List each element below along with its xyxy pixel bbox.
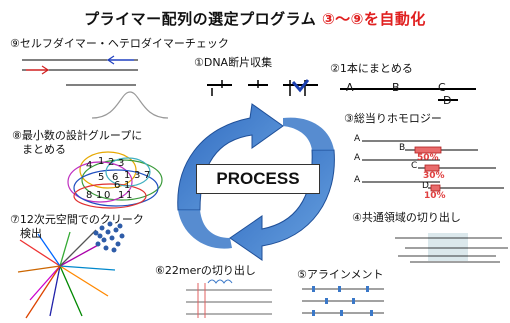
step2-letter-c: C — [438, 81, 446, 94]
step8-num: 1 — [124, 170, 131, 181]
step7-label-line2: 検出 — [20, 227, 42, 240]
step8-graphic — [67, 151, 163, 209]
step9-graphic — [22, 55, 169, 119]
step8-num: 4 — [86, 160, 93, 171]
title-main: プライマー配列の選定プログラム — [84, 10, 317, 28]
cycle-arrow-left-tail — [178, 210, 232, 249]
step3-letter-d: D — [422, 181, 429, 191]
step8-num: 1 — [98, 156, 105, 167]
step8-num: 8 — [86, 190, 93, 201]
step8-num: 2 — [108, 157, 115, 168]
step7-graphic — [17, 229, 116, 319]
step3-letter-a2: A — [354, 153, 361, 163]
step3-letter-a3: A — [354, 175, 361, 185]
step1-graphic — [207, 79, 318, 96]
step8-num: 1 — [118, 190, 125, 201]
step1-label: ①DNA断片収集 — [194, 56, 273, 69]
step6-label: ⑥22merの切り出し — [155, 264, 256, 277]
step6-graphic — [186, 279, 272, 318]
step8-num: 0 — [104, 190, 111, 201]
step8-num: 1 — [126, 190, 133, 201]
step3-letter-b: B — [399, 143, 406, 153]
step4-graphic — [395, 233, 508, 263]
step5-graphic — [302, 286, 384, 316]
cycle-arrow-right-tail — [283, 117, 334, 150]
step8-num: 6 — [114, 180, 121, 191]
step8-num: 3 — [118, 158, 125, 169]
step9-label: ⑨セルフダイマー・ヘテロダイマーチェック — [10, 37, 229, 50]
step8-label-line1: ⑧最小数の設計グループに — [12, 129, 143, 142]
step8-label-line2: まとめる — [22, 143, 66, 156]
step2-graphic — [340, 88, 476, 101]
step2-label: ②1本にまとめる — [330, 62, 413, 75]
step3-letter-a1: A — [354, 134, 361, 144]
step5-label: ⑤アラインメント — [297, 268, 384, 281]
step7-label-line1: ⑦12次元空間でのクリーク — [10, 213, 144, 226]
process-label: PROCESS — [196, 164, 320, 194]
step8-num: 3 — [134, 170, 141, 181]
step2-letter-b: B — [392, 81, 400, 94]
step8-num: 1 — [96, 190, 103, 201]
step7-cluster — [93, 221, 125, 253]
step3-percent-10: 10% — [424, 191, 446, 201]
step8-num: 5 — [98, 172, 105, 183]
step3-percent-50: 50% — [417, 153, 439, 163]
step2-letter-d: D — [443, 94, 452, 107]
step3-percent-30: 30% — [423, 171, 445, 181]
step2-letter-a: A — [346, 81, 354, 94]
step8-num: 6 — [112, 172, 119, 183]
cycle-arrow-top — [177, 103, 284, 211]
step3-graphic — [362, 140, 504, 192]
title-highlight: ③〜⑨を自動化 — [321, 10, 426, 28]
step3-letter-c: C — [411, 161, 418, 171]
step8-num: 1 — [124, 180, 131, 191]
step4-label: ④共通領域の切り出し — [352, 211, 461, 224]
page-title: プライマー配列の選定プログラム ③〜⑨を自動化 — [0, 8, 510, 29]
step3-label: ③総当りホモロジー — [344, 112, 442, 125]
step8-num: 7 — [144, 170, 151, 181]
